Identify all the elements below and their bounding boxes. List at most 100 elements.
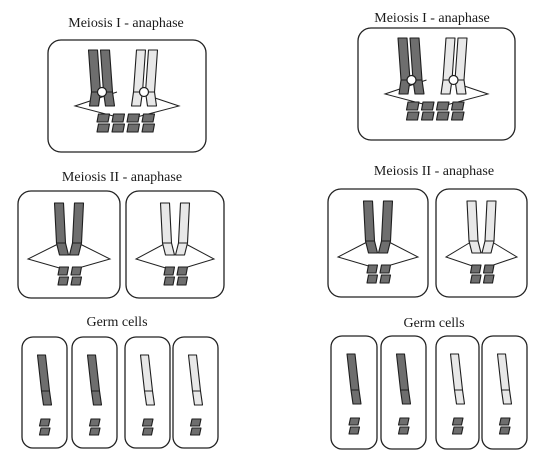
right-column: Meiosis I - anaphase Meiosis II - anapha… — [327, 11, 528, 450]
chromosome-arm-lower — [191, 390, 204, 406]
small-chromatid — [111, 113, 126, 123]
germ-cell-1 — [330, 335, 378, 450]
chromosome-arm-lower — [90, 390, 103, 406]
small-chromosome — [38, 427, 51, 436]
chromatid-arm-left — [362, 200, 376, 242]
small-chromosome — [141, 427, 154, 436]
chromatid-arm-left — [466, 200, 479, 242]
small-chromatid — [96, 123, 111, 133]
meiosis2-title: Meiosis II - anaphase — [62, 170, 182, 185]
small-chromosome — [498, 417, 511, 426]
small-chromatid — [176, 266, 189, 276]
chromosome-arm-lower — [500, 389, 513, 405]
germ-cell-4 — [172, 336, 219, 449]
small-chromatid — [176, 276, 189, 286]
small-chromosome — [348, 426, 361, 435]
small-chromatid — [379, 274, 392, 284]
small-chromatid — [469, 274, 482, 284]
chromatid-arm-right-lower — [481, 240, 495, 254]
small-chromatid — [141, 123, 156, 133]
small-chromatid — [70, 266, 83, 276]
small-chromatid — [163, 266, 176, 276]
chromosome-arm-lower — [453, 389, 466, 405]
spindle-line-left — [134, 242, 170, 270]
chromatid-arm-lower-4 — [454, 79, 467, 95]
small-chromatid — [450, 101, 465, 111]
meiosis1-cell — [47, 39, 207, 153]
chromosome-arm-lower — [350, 389, 362, 405]
germ-cell-3 — [435, 335, 480, 450]
spindle-line-left — [336, 240, 373, 268]
chromatid-arm-left-lower — [364, 240, 379, 254]
germ-cell-2 — [71, 336, 118, 449]
small-chromosome — [451, 426, 464, 435]
centromere-light — [448, 74, 459, 86]
chromosome-arm-lower — [399, 389, 412, 405]
small-chromatid — [482, 264, 495, 274]
germ-cells-title: Germ cells — [86, 315, 147, 330]
meiosis2-cell-right — [125, 190, 225, 299]
chromatid-arm-left-lower — [161, 242, 176, 256]
spindle-line-right — [180, 242, 216, 270]
chromatid-arm-left — [159, 202, 173, 244]
small-chromatid — [57, 266, 70, 276]
germ-cell-4 — [481, 335, 528, 450]
left-column: Meiosis I - anaphase Meiosis II - anapha… — [17, 16, 225, 449]
chromatid-arm-right-lower — [377, 240, 392, 254]
germ-cell-1 — [21, 336, 68, 449]
small-chromatid — [141, 113, 156, 123]
spindle-line-left — [444, 240, 476, 268]
centromere-dark — [406, 74, 417, 86]
small-chromatid — [379, 264, 392, 274]
chromosome-arm-lower — [143, 390, 156, 406]
small-chromosome — [451, 417, 464, 426]
centromere-light — [138, 86, 150, 98]
germ-cell-3 — [124, 336, 171, 449]
small-chromatid — [366, 264, 379, 274]
small-chromosome — [397, 417, 410, 426]
small-chromatid — [126, 113, 141, 123]
small-chromosome — [38, 418, 51, 427]
small-chromatid — [70, 276, 83, 286]
chromatid-arm-right-lower — [174, 242, 189, 256]
spindle-line-left — [26, 242, 64, 270]
small-chromatid — [126, 123, 141, 133]
small-chromosome — [141, 418, 154, 427]
chromatid-arm-lower-4 — [144, 91, 158, 107]
small-chromatid — [405, 111, 420, 121]
chromatid-arm-right-lower — [68, 242, 83, 256]
small-chromatid — [435, 111, 450, 121]
small-chromatid — [57, 276, 70, 286]
chromatid-arm-right — [380, 200, 394, 242]
small-chromosome — [88, 418, 101, 427]
meiosis1-title: Meiosis I - anaphase — [68, 16, 183, 31]
chromosome-arm-lower — [40, 390, 53, 406]
germ-cells-title: Germ cells — [403, 316, 464, 331]
small-chromatid — [420, 101, 435, 111]
small-chromatid — [111, 123, 126, 133]
germ-cell-2 — [380, 335, 427, 450]
small-chromatid — [366, 274, 379, 284]
chromatid-arm-left-lower — [55, 242, 70, 256]
small-chromatid — [469, 264, 482, 274]
meiosis2-cell-left — [327, 188, 429, 298]
small-chromosome — [498, 426, 511, 435]
chromatid-arm-left — [53, 202, 67, 244]
small-chromosome — [348, 417, 361, 426]
chromatid-arm-right — [71, 202, 85, 244]
meiosis2-cell-left — [17, 190, 121, 299]
meiosis2-title: Meiosis II - anaphase — [374, 164, 494, 179]
spindle-line-right — [74, 242, 112, 270]
meiosis1-title: Meiosis I - anaphase — [374, 11, 489, 26]
chromatid-arm-right — [177, 202, 191, 244]
spindle-line-right — [487, 240, 519, 268]
small-chromosome — [189, 427, 202, 436]
chromatid-arm-right — [484, 200, 497, 242]
small-chromosome — [88, 427, 101, 436]
small-chromosome — [397, 426, 410, 435]
small-chromatid — [420, 111, 435, 121]
chromatid-arm-lower-2 — [102, 91, 116, 107]
small-chromosome — [189, 418, 202, 427]
small-chromatid — [482, 274, 495, 284]
